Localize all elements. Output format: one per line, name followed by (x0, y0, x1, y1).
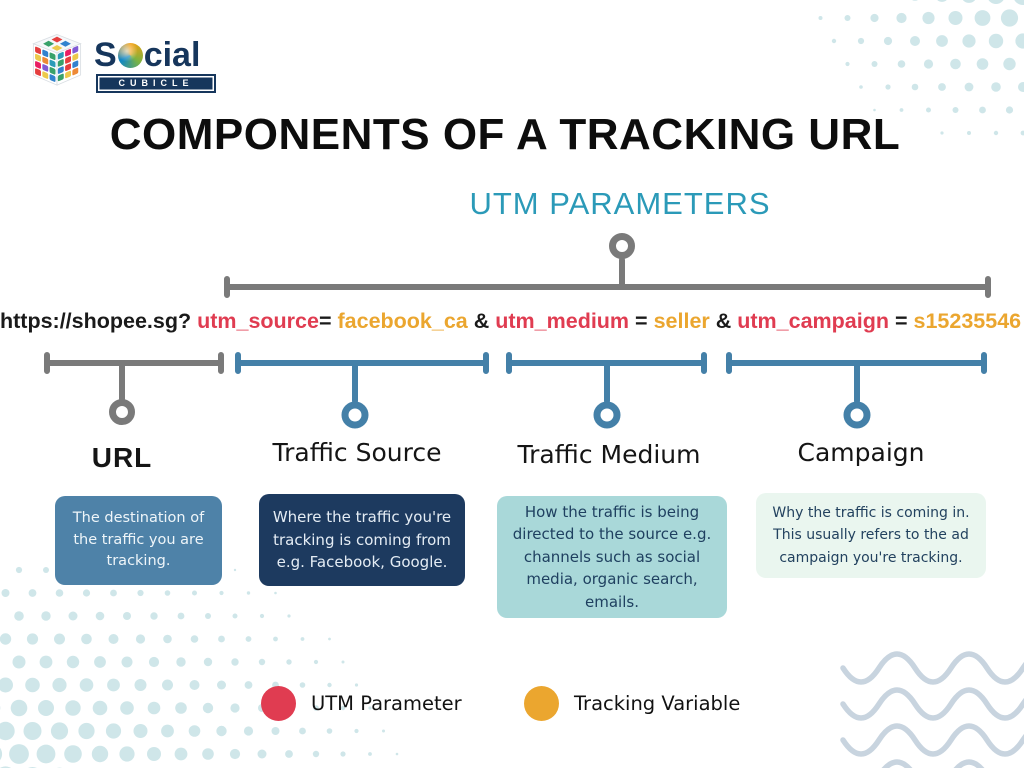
legend-item-tracking-variable: Tracking Variable (524, 686, 740, 721)
utm-parameter-color-dot (261, 686, 296, 721)
url-value-source: facebook_ca (337, 309, 468, 333)
traffic-source-bracket (235, 352, 489, 429)
component-description-campaign: Why the traffic is coming in. This usual… (756, 493, 986, 578)
url-equals: = (888, 309, 914, 333)
tracking-url-display: https://shopee.sg? utm_source= facebook_… (0, 309, 1022, 334)
component-description-traffic-medium: How the traffic is being directed to the… (497, 496, 727, 618)
url-param-medium: utm_medium (495, 309, 630, 333)
url-value-medium: seller (653, 309, 710, 333)
component-label-traffic-source: Traffic Source (272, 438, 442, 467)
url-amp: & (467, 309, 496, 333)
url-param-campaign: utm_campaign (737, 309, 889, 333)
legend-label: UTM Parameter (311, 692, 462, 715)
tracking-variable-color-dot (524, 686, 559, 721)
url-amp: & (709, 309, 738, 333)
url-base: https://shopee.sg? (0, 309, 198, 333)
component-label-traffic-medium: Traffic Medium (517, 440, 701, 469)
component-label-campaign: Campaign (797, 438, 925, 467)
legend-label: Tracking Variable (574, 692, 741, 715)
traffic-medium-bracket (506, 352, 707, 429)
legend-item-utm-parameter: UTM Parameter (261, 686, 462, 721)
page-title: COMPONENTS OF A TRACKING URL (109, 110, 901, 159)
url-equals: = (318, 309, 338, 333)
brand-subname: CUBICLE (96, 74, 216, 93)
url-bracket (44, 352, 224, 425)
component-description-url: The destination of the traffic you are t… (55, 496, 222, 585)
url-value-campaign: s15235546 (913, 309, 1022, 333)
social-cube-icon (32, 34, 82, 86)
component-description-traffic-source: Where the traffic you're tracking is com… (259, 494, 465, 586)
swirl-o-icon (117, 43, 143, 68)
subtitle-utm-parameters: UTM PARAMETERS (469, 186, 771, 221)
url-param-source: utm_source (197, 309, 319, 333)
url-equals: = (629, 309, 654, 333)
component-label-url: URL (91, 442, 153, 473)
campaign-bracket (726, 352, 987, 429)
utm-parameters-bracket (224, 233, 991, 298)
